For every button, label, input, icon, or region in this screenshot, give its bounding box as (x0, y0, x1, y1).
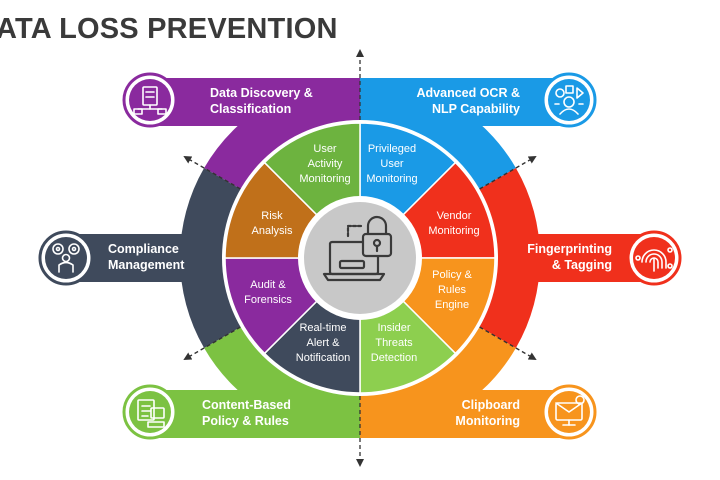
inner-segment-label-line: Policy & (432, 269, 472, 281)
segment-label-line: Content-Based (202, 398, 291, 412)
inner-segment-label-line: Rules (438, 284, 467, 296)
laptop-lock-icon (322, 215, 393, 282)
inner-segment-label-line: Engine (435, 299, 469, 311)
segment-label-line: Monitoring (455, 414, 520, 428)
ai-brain-icon (541, 72, 597, 128)
segment-label-line: Management (108, 258, 185, 272)
inner-segment-label-line: Vendor (437, 210, 472, 222)
segment-label-line: Data Discovery & (210, 86, 313, 100)
inner-segment-label-line: Activity (308, 158, 343, 170)
segment-label: Advanced OCR & NLP Capability (417, 86, 521, 116)
segment-label-line: Advanced OCR & (417, 86, 521, 100)
inner-segment-label-line: Insider (377, 322, 410, 334)
inner-segment-label-line: Monitoring (366, 173, 417, 185)
segment-advanced-ocr: Advanced OCR & NLP Capability (360, 72, 597, 194)
inner-segment-label-line: Monitoring (299, 173, 350, 185)
server-network-icon (122, 72, 178, 128)
compliance-gears-icon (38, 230, 94, 286)
segment-label-line: Fingerprinting (527, 242, 612, 256)
page-title: ATA LOSS PREVENTION (0, 13, 338, 45)
inner-segment-label-line: Notification (296, 352, 350, 364)
center-hub (298, 196, 422, 320)
divider-arrow (479, 326, 537, 361)
divider-arrow (183, 155, 241, 190)
inner-segment-label-line: Monitoring (428, 225, 479, 237)
inner-segment-label-line: Forensics (244, 294, 292, 306)
segment-label: Data Discovery & Classification (210, 86, 313, 116)
label-tab (150, 390, 360, 438)
label-tab (360, 78, 569, 126)
segment-label-line: Clipboard (462, 398, 520, 412)
label-tab (360, 390, 569, 438)
inner-segment-label-line: User (380, 158, 404, 170)
segment-label-line: Policy & Rules (202, 414, 289, 428)
inner-segment-label-line: Risk (261, 210, 283, 222)
divider-arrows (183, 49, 537, 467)
inner-segment-label-line: Real-time (299, 322, 346, 334)
inner-segment-label-line: Audit & (250, 279, 286, 291)
hub-inner (304, 202, 416, 314)
inner-segment-label-line: User (313, 143, 337, 155)
inner-segment-label-line: Analysis (252, 225, 293, 237)
fingerprint-icon (626, 230, 682, 286)
divider-arrow (183, 326, 241, 361)
inner-segment-label: Audit & Forensics (244, 279, 292, 306)
clipboard-monitor-icon (541, 384, 597, 440)
segment-data-discovery: Data Discovery & Classification (122, 72, 360, 194)
document-rules-icon (122, 384, 178, 440)
inner-segment-label-line: Detection (371, 352, 417, 364)
segment-label-line: NLP Capability (432, 102, 520, 116)
divider-arrow (479, 155, 537, 190)
inner-segment-label-line: Privileged (368, 143, 416, 155)
label-tab (150, 78, 360, 126)
inner-segment-label-line: Threats (375, 337, 413, 349)
segment-label: Fingerprinting & Tagging (527, 242, 612, 272)
inner-segment-label-line: Alert & (306, 337, 340, 349)
segment-label-line: Compliance (108, 242, 179, 256)
segment-label-line: Classification (210, 102, 291, 116)
segment-label-line: & Tagging (552, 258, 612, 272)
